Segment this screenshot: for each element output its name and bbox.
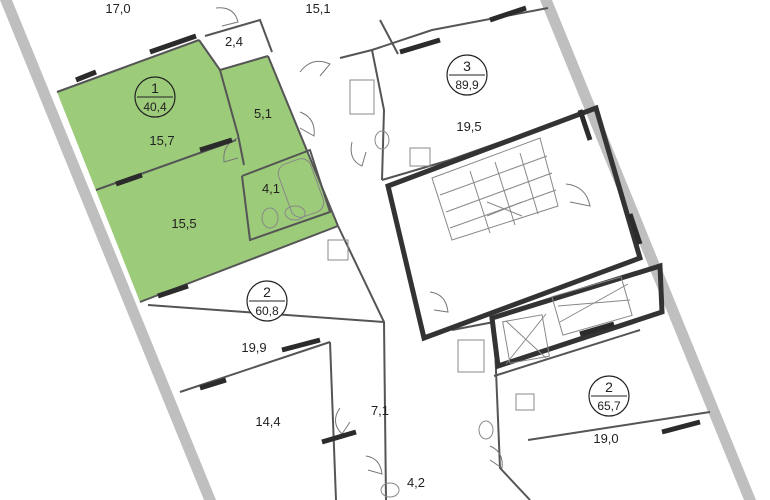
room-area-label: 17,0 [105,1,130,16]
left-facade-wall [0,0,216,500]
apartment-total-area: 65,7 [597,399,621,413]
room-area-label: 15,7 [149,133,174,148]
room-area-label: 19,0 [593,431,618,446]
toilet-apt3-icon [374,130,390,150]
room-area-label: 4,2 [407,475,425,490]
kitchen-sink-apt2b-icon [515,393,535,411]
apartment-rooms-count: 1 [151,80,159,96]
room-area-label: 5,1 [254,106,272,121]
room-area-label: 19,9 [241,340,266,355]
right-facade-wall [540,0,756,500]
apartment-rooms-count: 3 [463,58,471,74]
room-area-label: 15,1 [305,1,330,16]
kitchen-sink-icon [327,239,349,261]
room-area-label: 2,4 [225,34,243,49]
apartment-rooms-count: 2 [263,284,271,300]
room-labels: 17,0 15,1 2,4 5,1 15,7 4,1 15,5 19,5 19,… [105,1,618,490]
sink-icon [284,205,306,221]
staircase-core [385,104,644,342]
elevator-shaft-right [551,276,633,336]
apartment-badge-3[interactable]: 3 89,9 [446,54,488,96]
stair-flight [431,137,559,241]
apartment-badge-1[interactable]: 1 40,4 [134,76,176,118]
apartment-total-area: 60,8 [255,304,279,318]
bathtub-apt3-icon [349,79,375,115]
stairwell-frame [385,104,644,342]
windows [75,5,701,445]
toilet-apt2b-icon [478,420,494,440]
apartment-badge-2b[interactable]: 2 65,7 [588,375,630,417]
elevator-shaft-left [502,314,550,364]
apartment-total-area: 89,9 [455,78,479,92]
kitchen-sink-apt3-icon [409,147,431,167]
room-area-label: 14,4 [255,414,280,429]
room-area-label: 19,5 [456,119,481,134]
bathtub-apt2b-icon [457,339,485,373]
apartment-badge-2a[interactable]: 2 60,8 [246,280,288,322]
elevator-shafts [489,262,665,370]
apartment-total-area: 40,4 [143,100,167,114]
apartment-1-highlight[interactable] [57,40,338,302]
room-area-label: 15,5 [171,216,196,231]
room-area-label: 7,1 [371,403,389,418]
bathtub-icon [277,158,325,218]
toilet-icon [261,207,279,229]
elevator-block [489,262,665,370]
toilet-lower-icon [380,482,400,498]
room-area-label: 4,1 [262,181,280,196]
apartment-rooms-count: 2 [605,379,613,395]
bath-fixtures [261,79,535,498]
